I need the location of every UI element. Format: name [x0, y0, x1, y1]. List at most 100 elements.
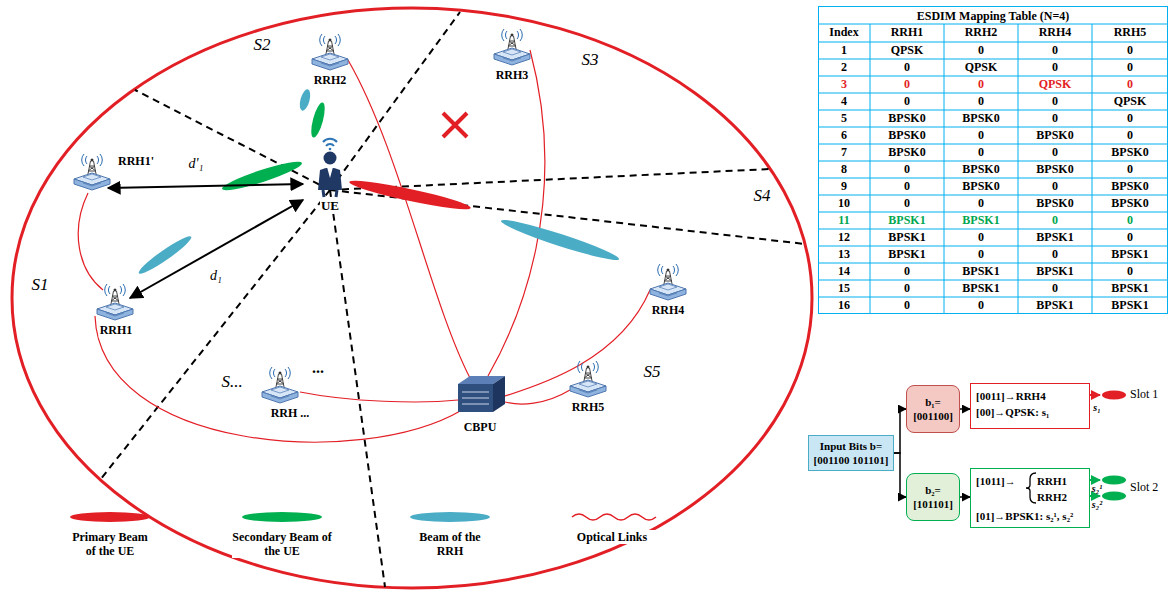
- table-cell: RRH5: [1113, 26, 1148, 40]
- table-cell: BPSK0: [1110, 180, 1149, 194]
- path-shape: [443, 113, 467, 137]
- table-cell: 8: [840, 163, 848, 177]
- equipment-label: RRH1': [117, 155, 155, 169]
- table-cell: BPSK1: [961, 214, 1000, 228]
- sector-label: S1: [31, 275, 50, 295]
- optical-links: [78, 50, 650, 442]
- table-cell: 0: [1126, 163, 1134, 177]
- path-shape: [505, 290, 650, 396]
- ellipse-shape: [136, 233, 194, 278]
- use-shape: [312, 34, 348, 70]
- table-cell: 0: [1126, 214, 1134, 228]
- path-shape: [300, 392, 458, 402]
- table-cell: BPSK1: [887, 231, 926, 245]
- slot-label: Slot 1: [1129, 388, 1159, 402]
- slot-beams: [1102, 391, 1126, 501]
- table-cell: BPSK0: [887, 112, 926, 126]
- table-cell: 0: [977, 146, 985, 160]
- table-cell: 0: [903, 299, 911, 313]
- path-shape: [488, 50, 545, 376]
- table-cell: 0: [903, 95, 911, 109]
- ellipse-shape: [348, 176, 472, 214]
- equipment-label: RRH2: [313, 74, 348, 88]
- rrh-icons: [74, 29, 686, 403]
- table-cell: BPSK1: [1110, 248, 1149, 262]
- legend-text: Secondary Beam of the UE: [232, 530, 332, 558]
- table-cell: 0: [1051, 282, 1059, 296]
- path-shape: [323, 190, 337, 197]
- path-shape: [95, 316, 462, 442]
- mapping-box: [0011]→RRH4 [00]→QPSK: s₁: [970, 383, 1090, 429]
- ellipse-shape: [499, 215, 621, 265]
- line-shape: [100, 190, 330, 480]
- sector-label: S3: [581, 50, 600, 70]
- table-cell: 14: [837, 265, 851, 279]
- node-text: [01]→BPSK1: s₂¹, s₂²: [976, 509, 1073, 523]
- table-cell: 0: [977, 44, 985, 58]
- table-cell: BPSK1: [1035, 299, 1074, 313]
- line-shape: [870, 24, 871, 314]
- table-cell: RRH4: [1038, 26, 1073, 40]
- flow-arrow: [960, 496, 970, 498]
- node-text: [0011]→RRH4: [976, 389, 1046, 403]
- symbol-label: s₂²: [1091, 499, 1103, 511]
- table-cell: RRH2: [964, 26, 999, 40]
- table-cell: BPSK1: [1035, 265, 1074, 279]
- table-cell: QPSK: [1038, 78, 1073, 92]
- ellipse-shape: [1102, 476, 1126, 485]
- table-cell: 0: [903, 78, 911, 92]
- table-cell: 13: [837, 248, 851, 262]
- flow-arrow: [894, 453, 906, 497]
- blocked-mark: [443, 113, 467, 137]
- symbol-label: s₂¹: [1091, 483, 1103, 495]
- line-shape: [1018, 24, 1019, 314]
- equipment-label: RRH4: [651, 304, 686, 318]
- table-cell: Index: [828, 26, 859, 40]
- sector-boundaries: [100, 12, 805, 587]
- node-text: ESDIM Mapping Table (N=4): [819, 7, 1167, 25]
- line-shape: [944, 24, 945, 314]
- user-label: UE: [320, 199, 340, 214]
- table-cell: 9: [840, 180, 848, 194]
- table-cell: 0: [1126, 265, 1134, 279]
- equipment-label: RRH3: [495, 69, 530, 83]
- table-cell: 0: [1126, 61, 1134, 75]
- table-cell: 0: [1126, 78, 1134, 92]
- flow-arrow: [960, 408, 970, 410]
- path-shape: [348, 60, 470, 378]
- node-text: [00]→QPSK: s₁: [976, 405, 1049, 419]
- table-cell: 5: [840, 112, 848, 126]
- equipment-label: RRH5: [571, 401, 606, 415]
- table-cell: 6: [840, 129, 848, 143]
- table-cell: 0: [1126, 44, 1134, 58]
- table-cell: BPSK0: [961, 163, 1000, 177]
- table-cell: QPSK: [890, 44, 925, 58]
- coverage-ellipse: [12, 8, 812, 588]
- node-text: b₂= [101101]: [910, 483, 956, 511]
- table-cell: 0: [977, 248, 985, 262]
- path-shape: [108, 184, 303, 188]
- circle-shape: [324, 152, 337, 165]
- table-cell: 0: [977, 129, 985, 143]
- table-cell: 0: [903, 180, 911, 194]
- table-cell: BPSK1: [1035, 231, 1074, 245]
- table-cell: 0: [1126, 231, 1134, 245]
- table-cell: BPSK0: [961, 112, 1000, 126]
- table-cell: 15: [837, 282, 851, 296]
- symbol-label: s₁: [1092, 402, 1101, 414]
- table-cell: 0: [903, 197, 911, 211]
- path-shape: [505, 390, 570, 404]
- node-text: RRH2: [1037, 490, 1067, 504]
- use-shape: [494, 29, 530, 65]
- equipment-label: RRH1: [99, 324, 134, 338]
- table-cell: 0: [977, 197, 985, 211]
- table-cell: BPSK1: [961, 265, 1000, 279]
- path-shape: [1090, 479, 1100, 481]
- table-cell: 0: [977, 78, 985, 92]
- table-cell: 7: [840, 146, 848, 160]
- path-shape: [130, 200, 303, 298]
- table-cell: 0: [1051, 214, 1059, 228]
- circle-shape: [329, 148, 332, 151]
- table-cell: BPSK1: [961, 282, 1000, 296]
